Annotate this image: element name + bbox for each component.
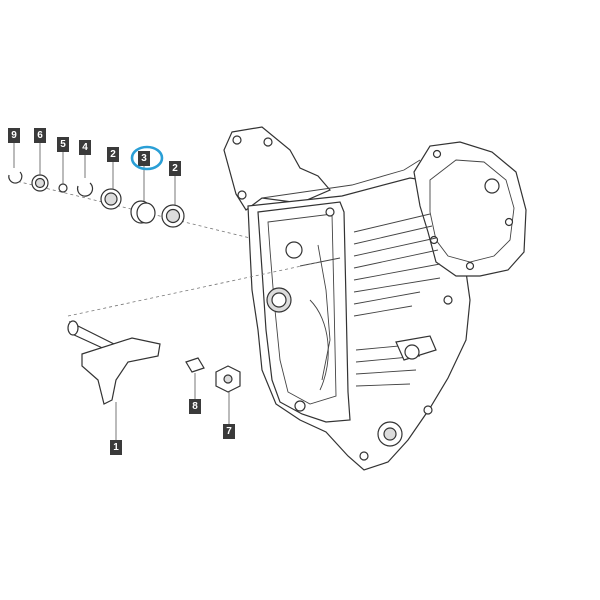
leader-lines (13, 143, 230, 440)
callout-9[interactable]: 9 (8, 128, 20, 143)
part-8-pin (185, 357, 205, 373)
callout-7[interactable]: 7 (223, 424, 235, 439)
callout-5[interactable]: 5 (57, 137, 69, 152)
callout-8[interactable]: 8 (189, 399, 201, 414)
part-2-seal-left (100, 188, 122, 210)
callout-3[interactable]: 3 (138, 151, 150, 166)
callout-6[interactable]: 6 (34, 128, 46, 143)
callout-2-right-label: 2 (172, 163, 178, 174)
part-6-bearing (31, 174, 49, 192)
callout-5-label: 5 (60, 139, 66, 150)
callout-2-left-label: 2 (110, 149, 116, 160)
part-5-ring (58, 183, 68, 193)
part-7-nut (215, 365, 241, 393)
callout-2-left[interactable]: 2 (107, 147, 119, 162)
part-1-shift-fork (67, 320, 161, 405)
callout-7-label: 7 (226, 426, 232, 437)
part-4-circlip (76, 182, 94, 197)
gearbox-housing (223, 126, 527, 471)
callout-6-label: 6 (37, 130, 43, 141)
callout-3-label: 3 (141, 153, 147, 164)
callout-1[interactable]: 1 (110, 440, 122, 455)
part-2-seal-right (161, 204, 185, 228)
part-9-circlip (8, 171, 23, 184)
callout-2-right[interactable]: 2 (169, 161, 181, 176)
callout-1-label: 1 (113, 442, 119, 453)
callout-4[interactable]: 4 (79, 140, 91, 155)
callout-9-label: 9 (11, 130, 17, 141)
callout-4-label: 4 (82, 142, 88, 153)
part-3-bushing (130, 200, 156, 224)
selected-part-highlight-ring (130, 145, 164, 171)
callout-8-label: 8 (192, 401, 198, 412)
